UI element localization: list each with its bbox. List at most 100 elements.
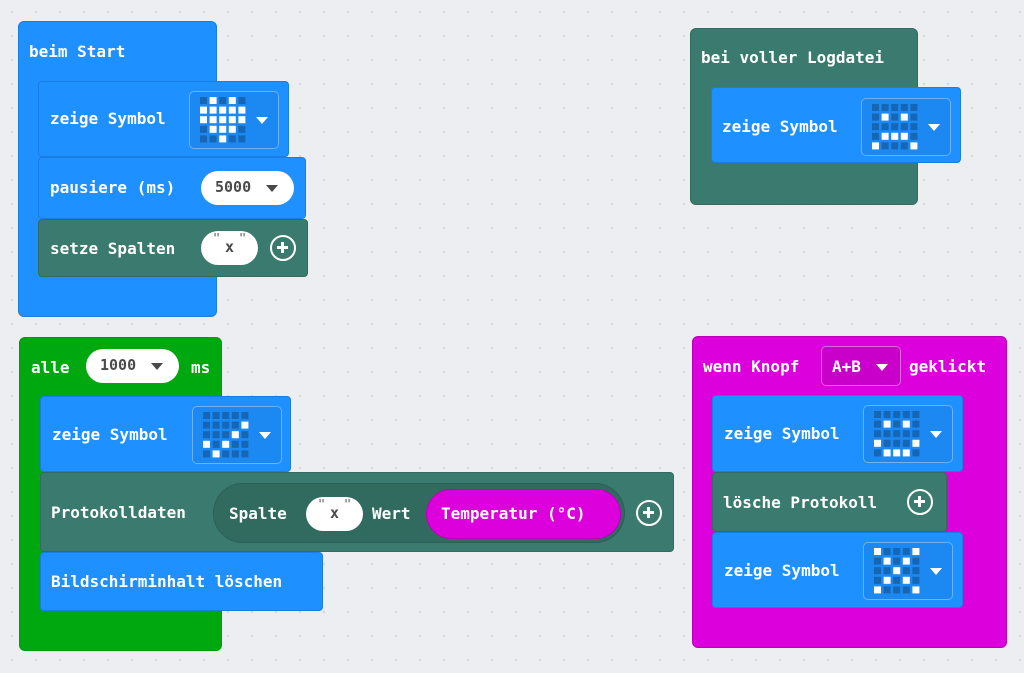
led-off [231, 440, 239, 448]
icon-dropdown[interactable] [863, 542, 953, 600]
led-on [902, 449, 910, 457]
led-off [893, 576, 901, 584]
led-on [902, 557, 910, 565]
icon-dropdown[interactable] [863, 405, 953, 463]
happy-face-icon [874, 411, 920, 457]
led-on [231, 431, 239, 439]
led-on [219, 125, 227, 133]
every-label-suffix: ms [191, 358, 211, 377]
led-off [893, 586, 901, 594]
led-off [881, 142, 889, 150]
column-name-value: x [330, 504, 340, 522]
led-off [241, 431, 249, 439]
led-on [219, 116, 227, 124]
icon-dropdown[interactable] [192, 406, 282, 464]
led-on [881, 113, 889, 121]
chevron-down-icon [928, 124, 940, 131]
led-off [200, 125, 207, 133]
led-on [874, 586, 881, 594]
show-icon-label: zeige Symbol [724, 424, 840, 443]
on-start-label: beim Start [29, 42, 126, 61]
chevron-down-icon [259, 432, 271, 439]
temperature-label: Temperatur (°C) [441, 504, 586, 523]
led-off [893, 439, 901, 447]
led-off [891, 113, 899, 121]
led-off [238, 135, 246, 143]
led-on [881, 132, 889, 140]
led-off [912, 411, 920, 418]
led-off [203, 431, 210, 439]
led-off [883, 586, 891, 594]
led-off [910, 113, 918, 121]
column-name-input[interactable]: " x " [201, 231, 258, 265]
log-data-label: Protokolldaten [51, 503, 186, 522]
set-columns-block[interactable]: setze Spalten " x " [38, 219, 308, 277]
led-off [902, 548, 910, 555]
led-off [874, 420, 881, 428]
close-quote: " [239, 231, 247, 245]
temperature-reporter[interactable]: Temperatur (°C) [426, 489, 621, 539]
on-button-label-suffix: geklickt [909, 357, 987, 376]
show-icon-label: zeige Symbol [52, 425, 168, 444]
led-off [893, 430, 901, 438]
every-label-prefix: alle [31, 358, 70, 377]
delete-log-block[interactable]: lösche Protokoll [712, 472, 947, 532]
show-icon-block-no[interactable]: zeige Symbol [712, 532, 963, 608]
led-on [228, 125, 236, 133]
open-quote: " [213, 231, 221, 245]
led-off [203, 412, 210, 419]
chevron-down-icon [930, 431, 942, 438]
led-off [912, 557, 920, 565]
show-icon-block-happy[interactable]: zeige Symbol [712, 395, 963, 472]
led-off [874, 449, 881, 457]
led-on [238, 106, 246, 114]
led-off [222, 412, 230, 419]
led-on [893, 449, 901, 457]
led-off [203, 421, 210, 429]
icon-dropdown[interactable] [189, 91, 279, 149]
plus-circle-icon[interactable] [270, 235, 296, 261]
open-quote: " [318, 497, 326, 511]
led-off [200, 97, 207, 104]
led-off [231, 450, 239, 458]
led-off [893, 420, 901, 428]
show-icon-block-yes[interactable]: zeige Symbol [40, 396, 291, 472]
interval-dropdown[interactable]: 1000 [86, 349, 179, 383]
chevron-down-icon [876, 364, 888, 371]
show-icon-label: zeige Symbol [724, 561, 840, 580]
led-off [912, 576, 920, 584]
clear-screen-label: Bildschirminhalt löschen [51, 572, 283, 591]
column-value-pair[interactable]: Spalte " x " Wert Temperatur (°C) [213, 483, 625, 543]
led-off [231, 412, 239, 419]
led-off [212, 421, 220, 429]
icon-dropdown[interactable] [861, 98, 951, 156]
show-icon-block-sad[interactable]: zeige Symbol [711, 87, 961, 163]
chevron-down-icon [266, 185, 278, 192]
show-icon-block-heart[interactable]: zeige Symbol [38, 81, 289, 157]
led-on [219, 106, 227, 114]
led-off [893, 411, 901, 418]
led-off [902, 439, 910, 447]
value-label: Wert [372, 504, 411, 523]
led-off [212, 440, 220, 448]
pause-duration-dropdown[interactable]: 5000 [201, 171, 294, 205]
clear-screen-block[interactable]: Bildschirminhalt löschen [40, 552, 323, 611]
led-on [209, 97, 217, 104]
led-off [891, 142, 899, 150]
led-off [912, 430, 920, 438]
led-off [212, 412, 220, 419]
plus-circle-icon[interactable] [636, 500, 662, 526]
log-data-block[interactable]: Protokolldaten Spalte " x " Wert Tempera… [40, 472, 674, 552]
column-name-input[interactable]: " x " [306, 497, 363, 531]
led-on [883, 420, 891, 428]
pause-block[interactable]: pausiere (ms) 5000 [38, 157, 306, 219]
plus-circle-icon[interactable] [907, 489, 933, 515]
chevron-down-icon [930, 568, 942, 575]
button-dropdown[interactable]: A+B [821, 346, 901, 386]
led-on [241, 421, 249, 429]
led-off [228, 135, 236, 143]
led-off [222, 421, 230, 429]
led-on [219, 135, 227, 143]
led-off [222, 450, 230, 458]
